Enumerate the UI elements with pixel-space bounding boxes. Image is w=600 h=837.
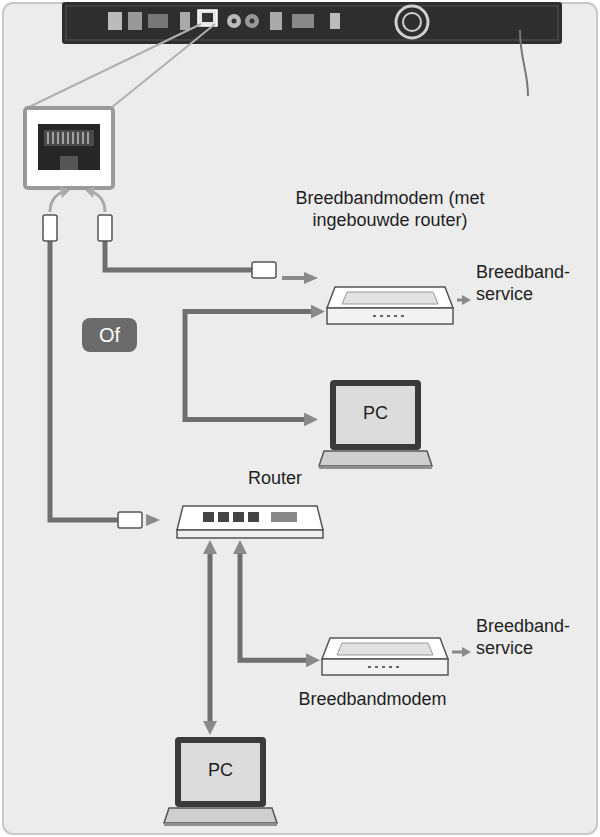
connector [180,12,190,30]
modem-icon [320,635,450,681]
modem-led [380,315,383,317]
plug-in-arrow [282,276,306,280]
inset-frame [25,108,113,188]
laptop-icon [318,378,433,470]
rca-jack [245,14,259,28]
laptop-base [164,808,277,823]
lan-cable-connector [208,548,213,727]
rj45-contacts [44,130,94,146]
plug-in-arrow [50,192,62,212]
plug-in-arrowhead [146,514,160,526]
laptop-lid [330,380,421,450]
rj45-notch [60,156,78,170]
or-badge: Of [82,318,137,352]
lan-cable [105,241,252,270]
connector [128,12,142,30]
router-port [233,512,244,522]
node-text: Breedbandmodem [285,689,460,711]
laptop-screen [336,386,415,444]
modem-panel [337,643,433,655]
modem-led [368,666,371,668]
rj45-plug [252,262,276,278]
modem-front [327,308,453,324]
modem-led [394,315,397,317]
pc-laptop: PC [163,735,278,827]
node-text: Router [220,468,330,490]
modem-led [387,315,390,317]
housing-edge [66,6,558,40]
fan-grille [403,13,421,31]
rj45-plug [118,512,142,528]
connector [330,13,340,29]
router-top [177,506,323,530]
modem-led [375,666,378,668]
laptop-icon [163,735,278,827]
rj45-socket [38,124,100,170]
router-front [177,530,323,538]
service-arrowhead [462,295,471,305]
laptop-base [319,451,432,466]
service-label: Breedband-service [476,616,586,659]
router-icon [175,500,325,540]
plug-in-arrowhead [60,186,70,198]
connector [108,12,122,30]
modem-top [327,287,453,308]
lan-cable-connector [185,312,317,420]
rca-pin [250,19,255,24]
service-label: Breedband-service [476,262,586,305]
power-cord [520,30,528,96]
rca-jack [227,14,241,28]
plug-in-arrowhead [304,272,318,284]
router-port [271,512,297,522]
rj45-plug [98,215,112,241]
background-panel [3,3,597,834]
plug-in-arrowhead [85,186,95,198]
modem-icon [325,284,455,330]
modem-led [373,315,376,317]
modem-panel [342,292,438,304]
lan-port-inset [25,108,113,188]
router-box: Router [170,466,330,542]
modem-front [322,659,448,675]
node-text: Breedbandmodem (met ingebouwde router) [270,188,510,231]
player-back-panel [62,2,562,96]
pc-laptop: PC [318,378,433,470]
zoom-line [111,24,215,108]
node-text: PC [336,403,415,425]
connector [148,14,168,28]
device-housing [62,2,562,44]
modem-top [322,638,448,659]
connector [292,14,314,28]
broadband-modem: Breedbandmodem [285,635,460,717]
rj45-pins [48,132,88,144]
router-port [203,512,214,522]
router-port [248,512,259,522]
modem-led [382,666,385,668]
laptop-lid [175,737,266,807]
lan-cable [50,241,118,520]
laptop-edge [164,823,277,826]
modem-router: Breedbandmodem (met ingebouwde router) [250,188,530,330]
modem-led [396,666,399,668]
zoom-line [27,24,201,108]
rca-pin [232,19,237,24]
service-arrowhead [462,647,471,657]
router-port [218,512,229,522]
lan-port-socket [202,13,213,22]
lan-cable-connector [240,548,312,660]
modem-led [401,315,404,317]
node-text: PC [181,760,260,782]
connector [270,12,282,30]
rj45-plug [43,215,57,241]
modem-led [389,666,392,668]
laptop-screen [181,743,260,801]
laptop-edge [319,466,432,469]
fan-grille [396,6,428,38]
badge-text: Of [99,322,120,348]
plug-in-arrow [93,192,105,212]
